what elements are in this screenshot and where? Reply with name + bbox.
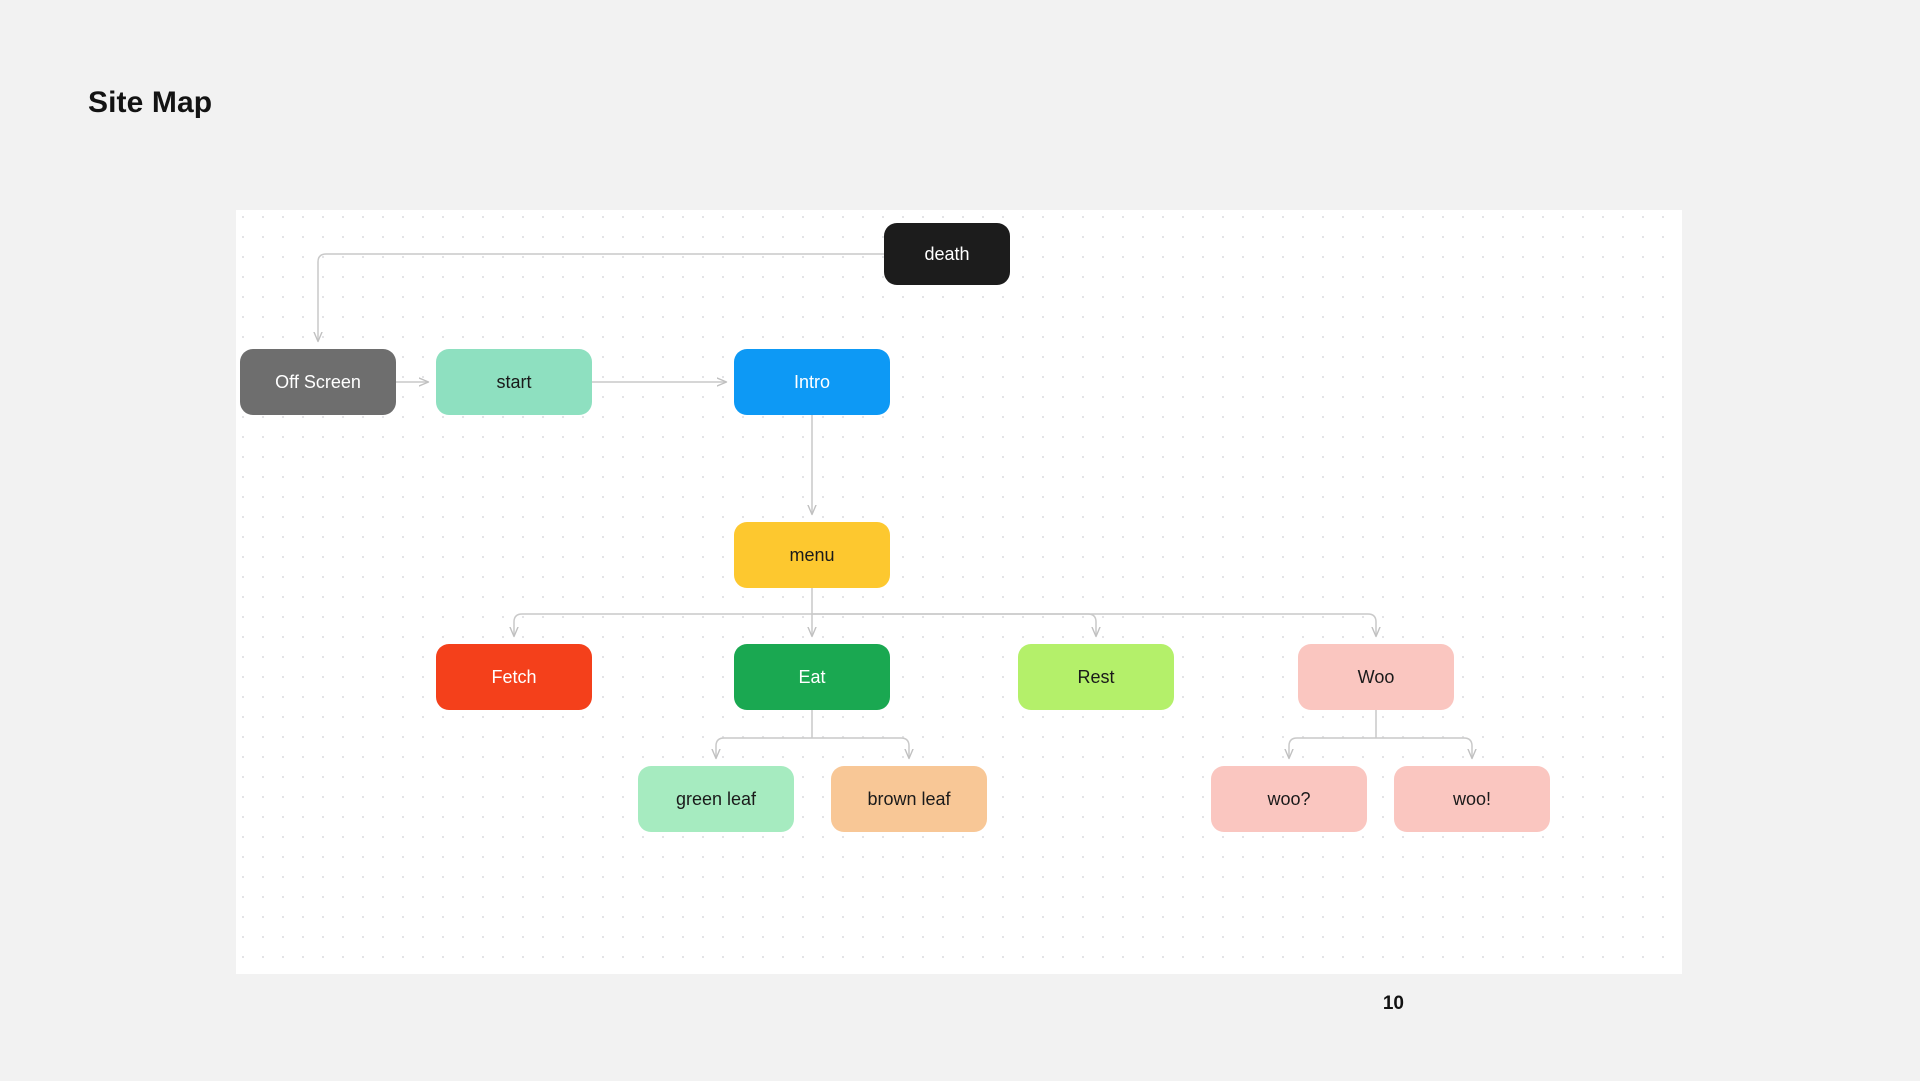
node-intro[interactable]: Intro — [734, 349, 890, 415]
node-fetch-label: Fetch — [491, 667, 537, 687]
node-rest-label: Rest — [1077, 667, 1115, 687]
node-rest[interactable]: Rest — [1018, 644, 1174, 710]
node-green-leaf[interactable]: green leaf — [638, 766, 794, 832]
node-eat[interactable]: Eat — [734, 644, 890, 710]
edge-menu-to-rest — [812, 613, 1096, 636]
edge-eat-to-brown-leaf — [812, 737, 909, 758]
node-death[interactable]: death — [884, 223, 1010, 285]
edge-menu-to-fetch — [514, 613, 812, 636]
node-woo-label: Woo — [1357, 667, 1395, 687]
edge-death-to-off-screen — [318, 253, 884, 341]
node-menu[interactable]: menu — [734, 522, 890, 588]
edge-woo-to-woo-e — [1376, 737, 1472, 758]
node-death-label: death — [924, 244, 970, 264]
edge-layer — [236, 253, 1682, 974]
node-start-label: start — [496, 372, 532, 392]
edge-woo-to-woo-q — [1289, 737, 1376, 758]
node-woo-question[interactable]: woo? — [1211, 766, 1367, 832]
node-green-leaf-label: green leaf — [675, 789, 757, 809]
node-eat-label: Eat — [798, 667, 826, 687]
node-start[interactable]: start — [436, 349, 592, 415]
node-menu-label: menu — [789, 545, 835, 565]
node-intro-label: Intro — [793, 372, 831, 392]
node-woo-question-label: woo? — [1267, 789, 1311, 809]
page-title: Site Map — [88, 86, 213, 119]
page-number: 10 — [1382, 993, 1404, 1014]
node-off-screen-label: Off Screen — [275, 372, 361, 392]
node-off-screen[interactable]: Off Screen — [240, 349, 396, 415]
diagram-canvas[interactable]: death Off Screen start Intro menu Fetch … — [236, 210, 1682, 974]
node-woo-exclaim[interactable]: woo! — [1394, 766, 1550, 832]
node-woo[interactable]: Woo — [1298, 644, 1454, 710]
edge-eat-to-green-leaf — [716, 737, 812, 758]
node-woo-exclaim-label: woo! — [1452, 789, 1492, 809]
node-brown-leaf-label: brown leaf — [867, 789, 951, 809]
node-brown-leaf[interactable]: brown leaf — [831, 766, 987, 832]
edge-menu-to-woo — [812, 613, 1376, 636]
node-fetch[interactable]: Fetch — [436, 644, 592, 710]
